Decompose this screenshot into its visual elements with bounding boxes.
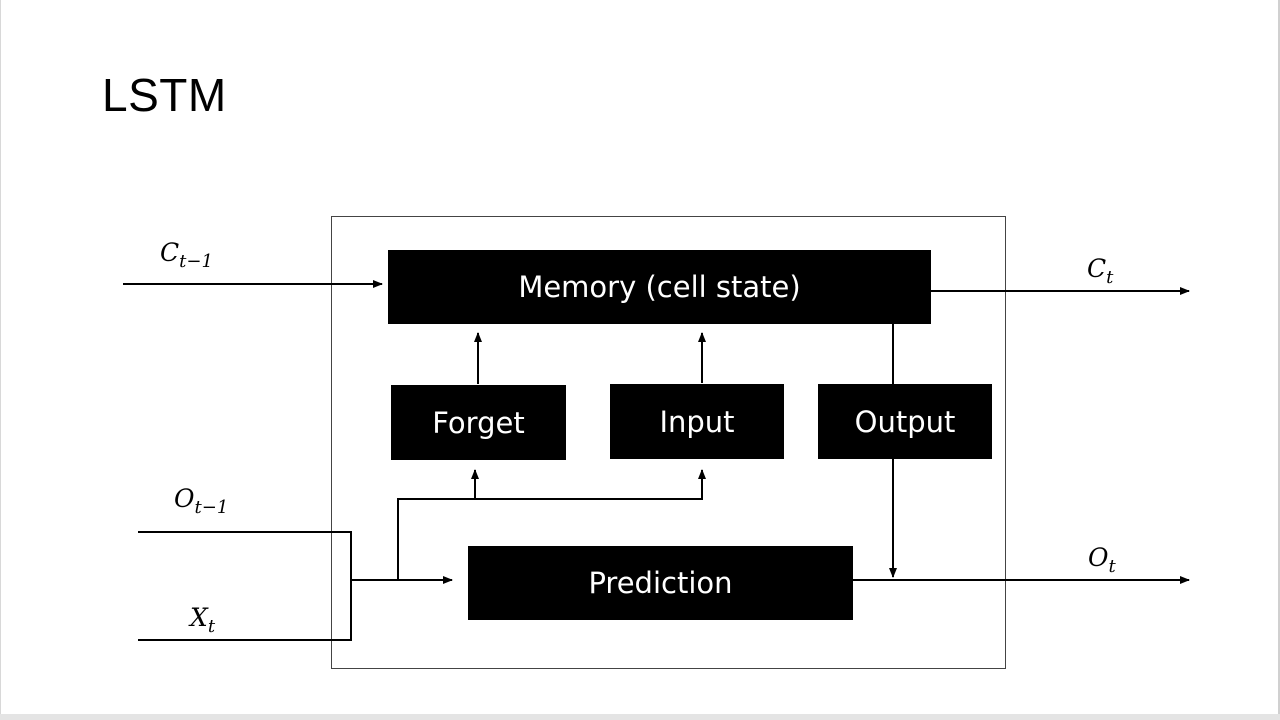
memory-cell-state-block: Memory (cell state) xyxy=(388,250,931,324)
label-o-next: Ot xyxy=(1088,545,1116,576)
label-c-next: Ct xyxy=(1087,256,1113,287)
label-c-prev-base: C xyxy=(160,238,180,267)
label-c-next-sub: t xyxy=(1106,267,1114,288)
label-o-next-sub: t xyxy=(1108,556,1116,577)
lstm-cell-frame xyxy=(331,216,1006,669)
label-c-prev-sub: t−1 xyxy=(179,251,213,272)
output-gate-block: Output xyxy=(818,384,992,459)
label-o-prev-sub: t−1 xyxy=(194,497,229,518)
slide-right-edge xyxy=(1278,0,1280,714)
prediction-block: Prediction xyxy=(468,546,853,620)
label-o-prev-base: O xyxy=(174,484,195,513)
label-c-prev: Ct−1 xyxy=(160,240,213,271)
slide-left-edge xyxy=(0,0,1,714)
label-x-t: Xt xyxy=(190,605,215,636)
forget-gate-block: Forget xyxy=(391,385,566,460)
label-x-t-base: X xyxy=(190,603,208,632)
label-x-t-sub: t xyxy=(207,616,216,637)
input-gate-block: Input xyxy=(610,384,784,459)
label-o-prev: Ot−1 xyxy=(174,486,228,517)
label-o-next-base: O xyxy=(1088,543,1109,572)
slide-title: LSTM xyxy=(102,69,227,121)
label-c-next-base: C xyxy=(1087,254,1107,283)
bottom-bar xyxy=(0,714,1280,720)
